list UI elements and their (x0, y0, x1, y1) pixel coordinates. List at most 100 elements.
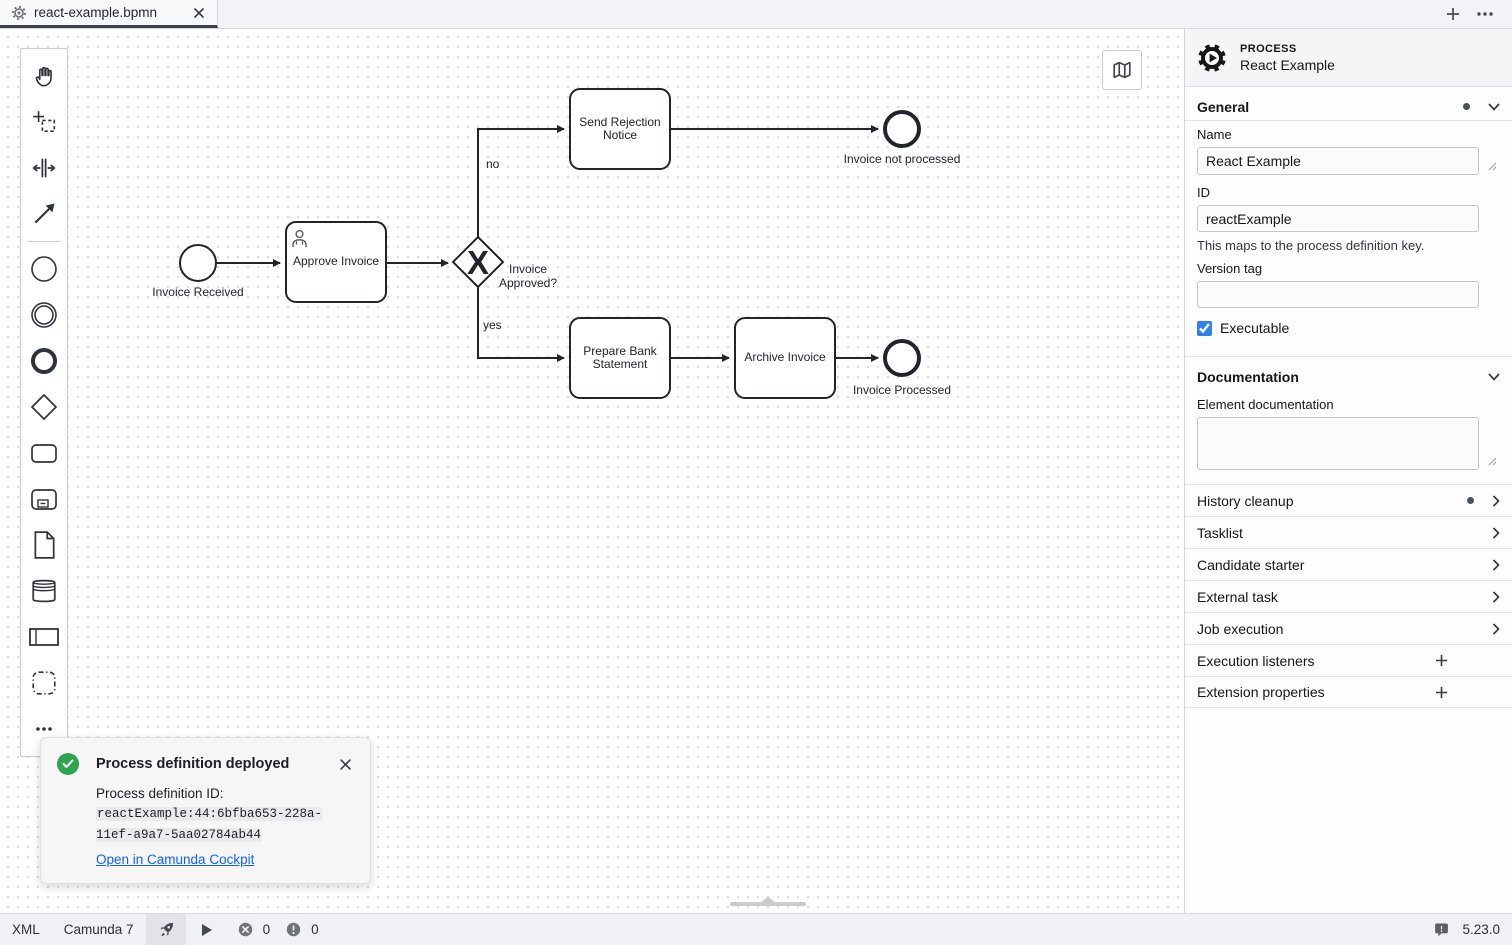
chevron-right-icon (1492, 622, 1500, 635)
play-icon (201, 923, 212, 936)
bpmn-diagram: X (179, 88, 921, 399)
group-documentation-header[interactable]: Documentation (1185, 363, 1512, 391)
deploy-button[interactable] (145, 914, 186, 945)
create-start-event[interactable] (21, 246, 67, 292)
task-send-rejection-label[interactable]: Send Rejection Notice (579, 114, 661, 142)
gear-icon (12, 5, 26, 20)
exclusive-gateway-shape[interactable] (451, 235, 505, 289)
create-subprocess[interactable] (21, 476, 67, 522)
group-external-task[interactable]: External task (1185, 580, 1512, 612)
end-event-not-processed-shape[interactable] (883, 110, 921, 148)
create-data-object[interactable] (21, 522, 67, 568)
create-group[interactable] (21, 660, 67, 706)
global-connect-tool[interactable] (21, 191, 67, 237)
flow-gateway-yes[interactable] (477, 287, 565, 362)
element-documentation-label: Element documentation (1197, 397, 1334, 412)
palette (20, 48, 68, 757)
status-bar: XML Camunda 7 0 0 (0, 913, 1512, 945)
end-processed-label[interactable]: Invoice Processed (852, 383, 952, 397)
flow-gateway-no[interactable] (477, 125, 565, 237)
space-tool[interactable] (21, 145, 67, 191)
add-extension-property-button[interactable] (1435, 686, 1448, 699)
toast-title: Process definition deployed (96, 756, 290, 772)
lasso-tool[interactable] (21, 99, 67, 145)
element-type-label: PROCESS (1240, 42, 1297, 55)
create-gateway[interactable] (21, 384, 67, 430)
name-field-label: Name (1197, 127, 1232, 142)
task-archive-invoice-shape[interactable] (734, 317, 836, 399)
end-not-processed-label[interactable]: Invoice not processed (843, 152, 961, 166)
tab-bar: react-example.bpmn (0, 0, 1512, 29)
chevron-right-icon (1492, 494, 1500, 507)
group-history-cleanup[interactable]: History cleanup (1185, 484, 1512, 516)
task-archive-invoice-label[interactable]: Archive Invoice (744, 350, 826, 365)
bottom-panel-handle[interactable] (730, 897, 806, 907)
plus-icon (1447, 8, 1459, 20)
group-job-execution[interactable]: Job execution (1185, 612, 1512, 644)
end-event-processed-shape[interactable] (883, 339, 921, 377)
palette-separator (27, 241, 61, 242)
chevron-right-icon (1492, 590, 1500, 603)
flow-no-label[interactable]: no (486, 157, 500, 171)
sequence-flows[interactable] (216, 125, 879, 362)
engine-selector-button[interactable]: Camunda 7 (63, 922, 134, 937)
gateway-x-marker: X (467, 244, 489, 281)
gateway-label[interactable]: Invoice Approved? (498, 262, 558, 290)
group-execution-listeners[interactable]: Execution listeners (1185, 644, 1512, 676)
bpmn-canvas[interactable]: X Invoice Received Approve Invoice Send … (0, 29, 1184, 913)
feedback-chat-icon (1435, 923, 1449, 937)
group-general-header[interactable]: General (1185, 93, 1512, 121)
hand-tool[interactable] (21, 53, 67, 99)
xml-toggle-button[interactable]: XML (12, 922, 40, 937)
palette-more-options[interactable] (21, 706, 67, 752)
id-field[interactable] (1197, 205, 1479, 232)
feedback-button[interactable] (1421, 914, 1462, 945)
task-prepare-bank-label[interactable]: Prepare Bank Statement (583, 343, 657, 371)
chevron-down-icon (1488, 373, 1500, 381)
open-cockpit-link[interactable]: Open in Camunda Cockpit (96, 852, 255, 867)
close-icon[interactable] (191, 5, 207, 21)
version-tag-field[interactable] (1197, 281, 1479, 308)
create-data-store[interactable] (21, 568, 67, 614)
toast-close-icon[interactable] (336, 755, 354, 773)
tab-bar-actions (1440, 0, 1512, 28)
minimap-toggle-button[interactable] (1102, 50, 1142, 90)
group-extension-properties[interactable]: Extension properties (1185, 676, 1512, 708)
task-prepare-bank-shape[interactable] (569, 317, 671, 399)
start-event-shape[interactable] (179, 244, 217, 282)
tab-react-example[interactable]: react-example.bpmn (0, 0, 218, 28)
user-task-icon (292, 229, 307, 247)
start-event-label[interactable]: Invoice Received (152, 285, 244, 299)
app-version: 5.23.0 (1462, 922, 1500, 937)
ellipsis-icon (1477, 12, 1493, 16)
create-task[interactable] (21, 430, 67, 476)
new-tab-button[interactable] (1440, 3, 1466, 25)
tab-title: react-example.bpmn (34, 5, 158, 20)
name-field[interactable]: React Example (1197, 147, 1479, 175)
task-approve-invoice-label[interactable]: Approve Invoice (292, 254, 380, 269)
create-intermediate-event[interactable] (21, 292, 67, 338)
error-status[interactable]: 0 0 (226, 914, 331, 945)
flow-yes-label[interactable]: yes (483, 318, 502, 332)
group-documentation-title: Documentation (1197, 369, 1299, 385)
task-approve-invoice-shape[interactable] (285, 221, 387, 303)
add-execution-listener-button[interactable] (1435, 654, 1448, 667)
start-instance-button[interactable] (186, 914, 226, 945)
more-options-button[interactable] (1472, 3, 1498, 25)
group-tasklist[interactable]: Tasklist (1185, 516, 1512, 548)
version-tag-label: Version tag (1197, 261, 1263, 276)
group-candidate-starter[interactable]: Candidate starter (1185, 548, 1512, 580)
toast-body: Process definition ID: reactExample:44:6… (96, 784, 336, 845)
executable-checkbox[interactable] (1197, 320, 1212, 336)
create-end-event[interactable] (21, 338, 67, 384)
modified-dot-indicator (1463, 103, 1470, 110)
element-documentation-field[interactable] (1197, 417, 1479, 470)
plus-icon (1435, 654, 1448, 667)
resize-grip-icon[interactable] (1488, 162, 1497, 171)
properties-panel-header: PROCESS React Example (1185, 29, 1512, 87)
task-send-rejection-shape[interactable] (569, 88, 671, 170)
error-count: 0 (262, 922, 271, 937)
process-icon (1198, 43, 1226, 72)
create-participant[interactable] (21, 614, 67, 660)
resize-grip-icon[interactable] (1488, 457, 1497, 466)
